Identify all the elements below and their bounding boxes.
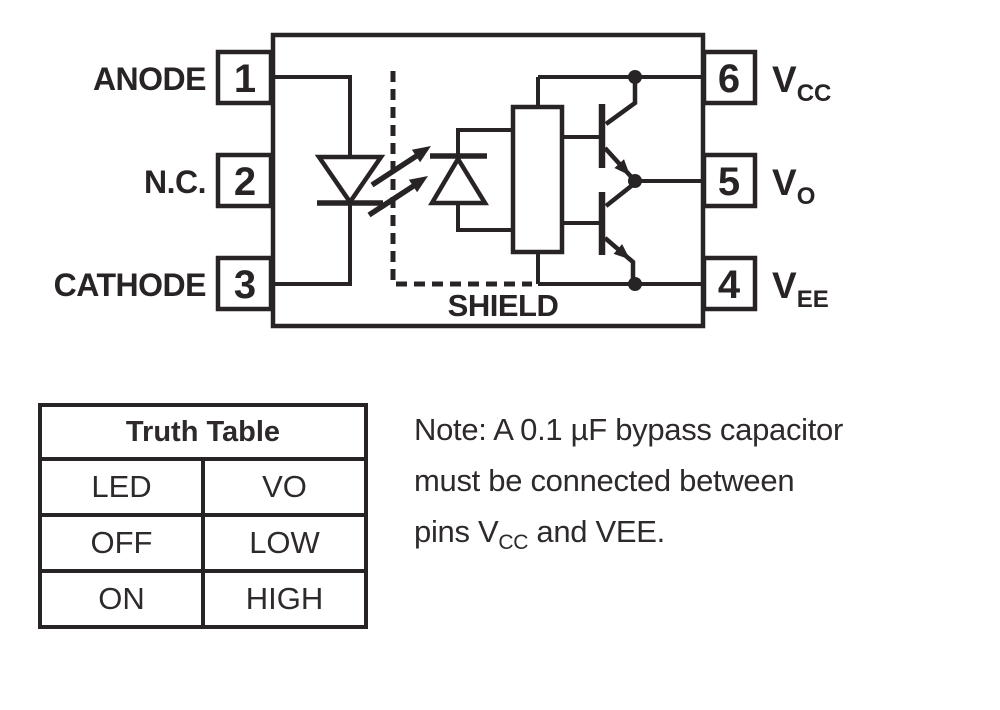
transistor-upper [562,79,638,183]
internal-wires [271,75,704,286]
pin-label-vee-base: V [772,265,797,306]
pin-label-vcc-base: V [772,59,797,100]
pin-box-2 [215,152,274,209]
pin-label-vcc: VCC [772,59,831,107]
photodiode-symbol [428,153,490,206]
cathode-wire [271,202,352,286]
pin-label-vo-base: V [772,162,797,203]
pin-label-vo-sub: O [797,183,816,210]
truth-table-header-row: LED VO [38,457,368,517]
truth-table-title: Truth Table [38,403,368,461]
pin-label-vee-sub: EE [797,286,829,313]
pin-label-nc: N.C. [144,164,206,200]
emitter-wire [603,236,636,284]
truth-table-cell: HIGH [201,569,368,629]
shield-label: SHIELD [448,288,559,323]
note-line: pins VCC and VEE. [414,506,934,568]
junction-dot-vcc [628,70,642,84]
bypass-capacitor-note: Note: A 0.1 µF bypass capacitor must be … [414,404,934,568]
truth-table-cell: ON [38,569,205,629]
photodiode-bottom-wire [456,203,513,232]
pin-number-1: 1 [234,57,256,101]
optocoupler-schematic: SHIELD 1 2 3 ANODE N.C. CATHODE 6 5 4 VC… [54,32,831,329]
transistor-lower [562,181,637,284]
amplifier-block [510,104,565,255]
collector-wire [604,181,637,208]
emitter-arrow-icon [614,159,630,176]
pin-number-4: 4 [718,263,741,307]
truth-table-col-led: LED [38,457,205,517]
pin-label-vcc-sub: CC [797,80,832,107]
truth-table-row: ON HIGH [38,569,368,629]
pin-label-vo: VO [772,162,815,210]
truth-table-cell: LOW [201,513,368,573]
led-triangle [314,154,386,206]
led-symbol [314,154,386,206]
junction-dot-vee [628,277,642,291]
pin-box-4 [701,255,758,312]
truth-table: Truth Table LED VO OFF LOW ON HIGH [38,403,368,629]
truth-table-row: OFF LOW [38,513,368,573]
pin-box-5 [701,152,758,209]
pin-label-anode: ANODE [93,61,206,97]
pins-left: 1 2 3 ANODE N.C. CATHODE [54,49,274,312]
note-line: must be connected between [414,463,795,498]
truth-table-title-row: Truth Table [38,403,368,461]
note-line: Note: A 0.1 µF bypass capacitor [414,412,844,447]
pin-box-3 [215,255,274,312]
note-line3-post: and VEE. [528,514,665,549]
photodiode-top-wire [456,128,513,157]
pin-box-6 [701,49,758,106]
light-arrowhead-icon [411,146,431,163]
anode-wire [271,75,352,157]
collector-wire [604,79,638,126]
pins-right: 6 5 4 VCC VO VEE [701,49,831,313]
pin-number-3: 3 [234,263,256,307]
pin-number-5: 5 [718,160,740,204]
truth-table-col-vo: VO [201,457,368,517]
pin-number-6: 6 [718,57,740,101]
pin-label-cathode: CATHODE [54,267,207,303]
note-line3-subscript: CC [498,531,529,554]
pin-number-2: 2 [234,160,256,204]
pin-label-vee: VEE [772,265,829,313]
photodiode-triangle [428,154,490,206]
truth-table-cell: OFF [38,513,205,573]
junction-dot-vo [628,174,642,188]
note-line3-pre: pins V [414,514,499,549]
pin-box-1 [215,49,274,106]
emitter-arrow-icon [613,244,630,260]
light-arrowhead-icon [408,176,428,193]
